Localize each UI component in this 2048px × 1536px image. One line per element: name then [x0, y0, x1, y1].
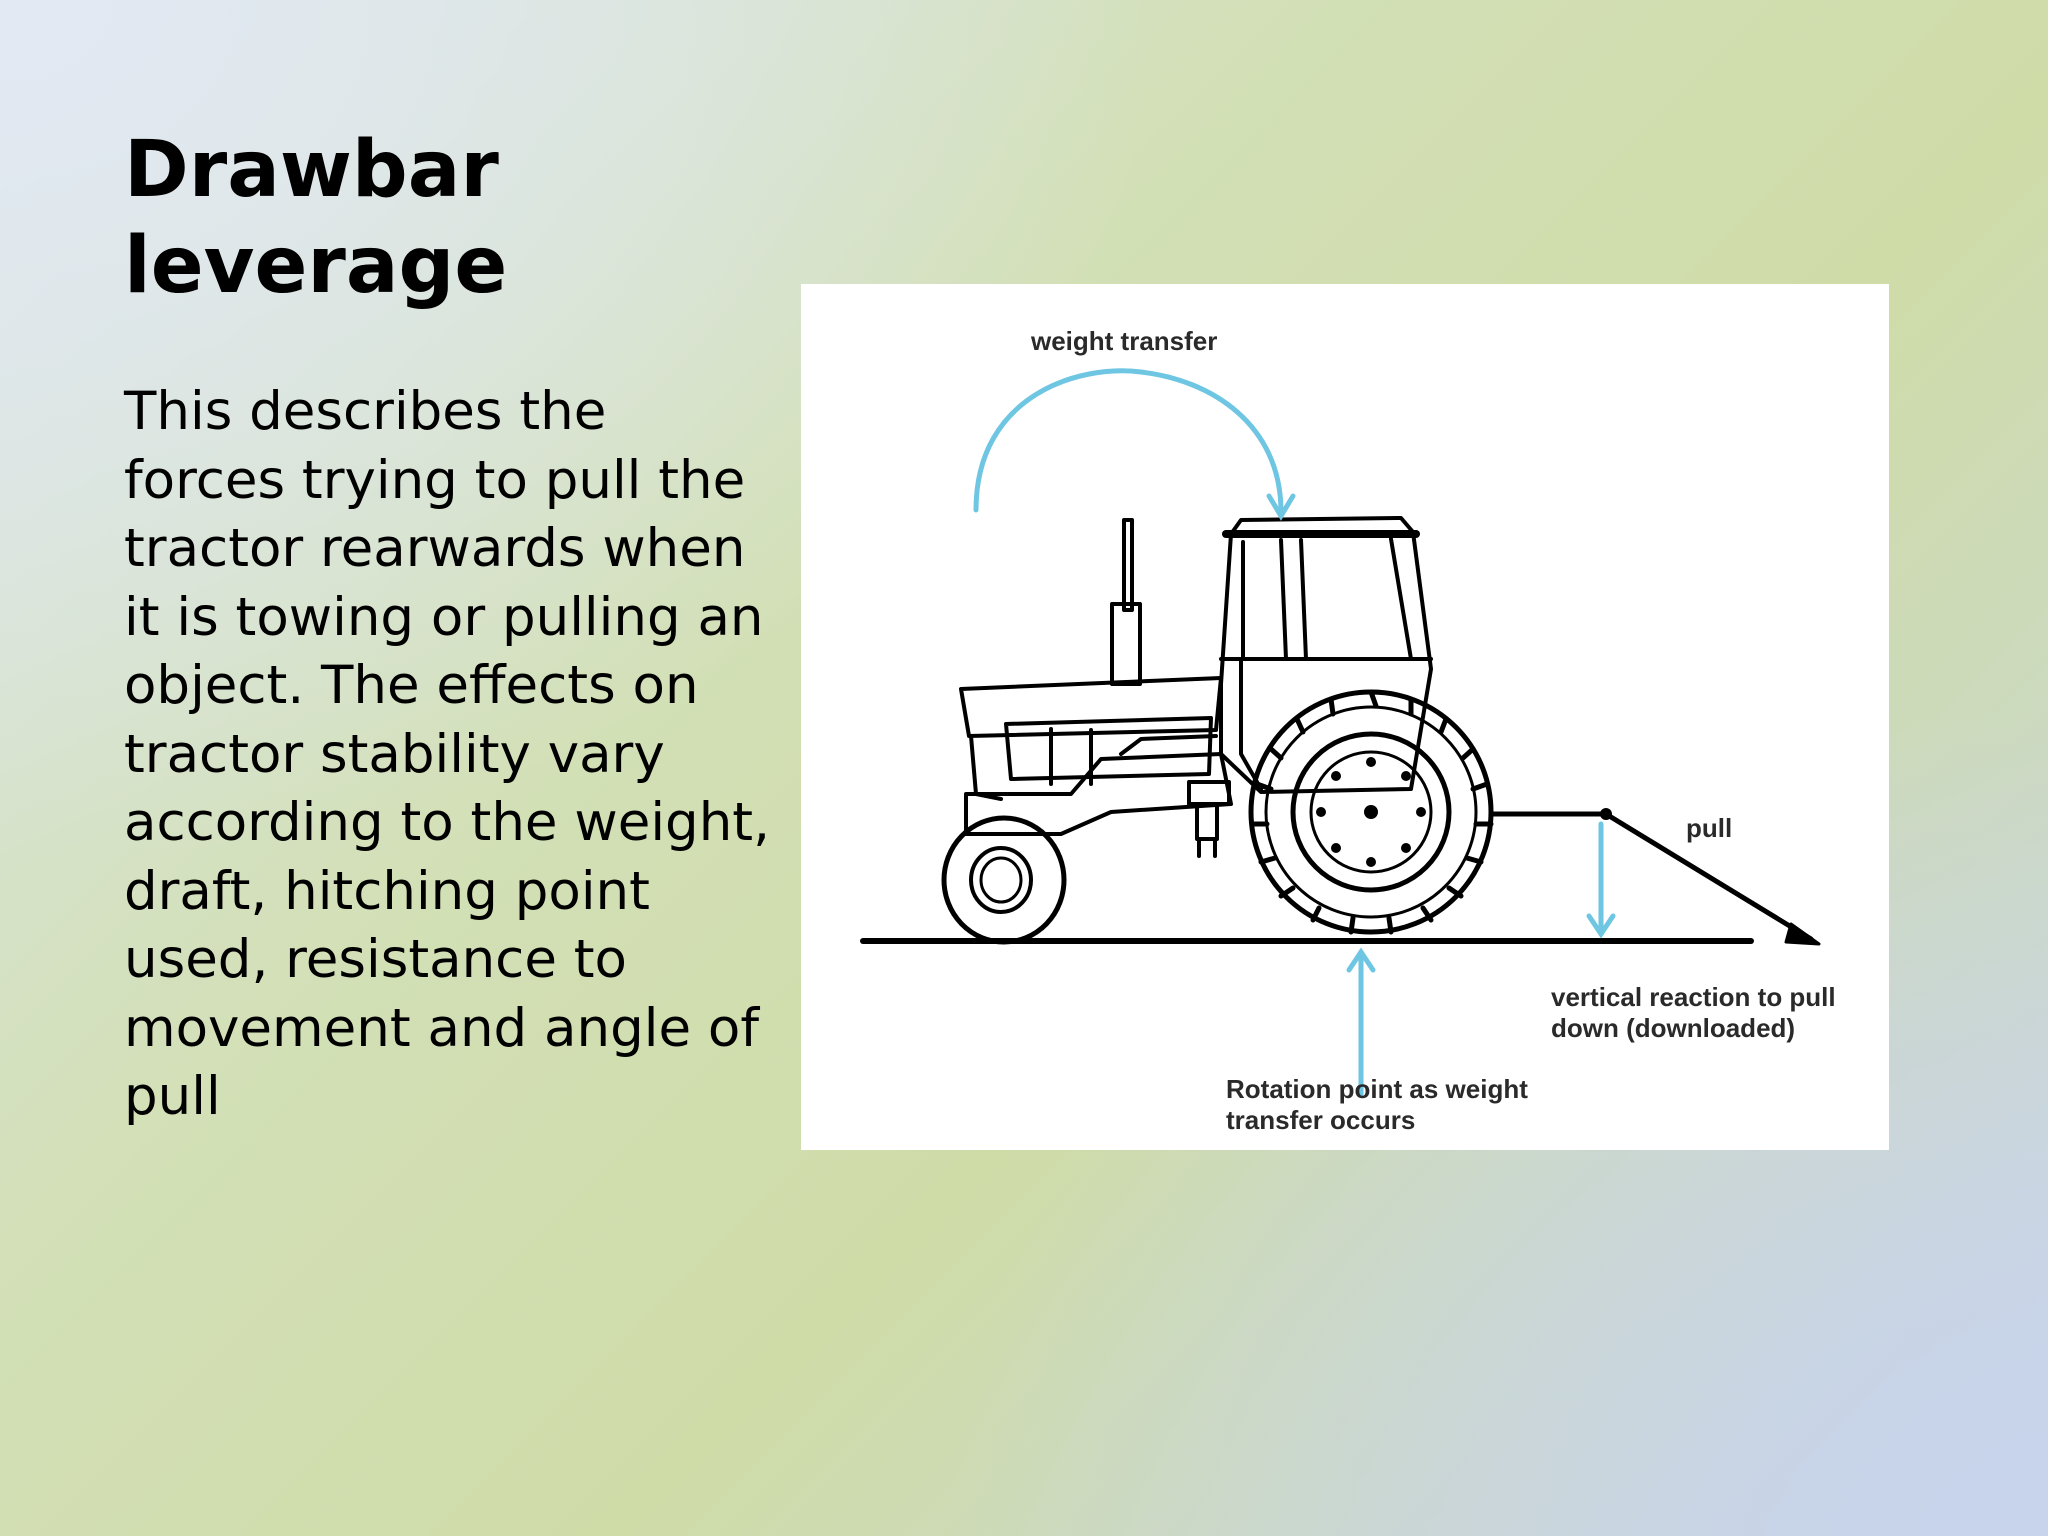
- tractor-cab: [1219, 530, 1433, 794]
- front-wheel-tire: [941, 815, 1067, 945]
- exhaust-stack: [1122, 518, 1134, 612]
- tractor-chassis: [964, 752, 1233, 836]
- weight-transfer-label: weight transfer: [1030, 326, 1217, 356]
- tractor-diagram: weight transfer pull vertical reaction t…: [801, 284, 1889, 1150]
- air-intake: [1110, 602, 1142, 686]
- vertical-reaction-label-line1: vertical reaction to pull: [1551, 982, 1836, 1012]
- weight-transfer-arrow: [973, 368, 1284, 515]
- tractor-diagram-svg: weight transfer pull vertical reaction t…: [860, 326, 1836, 1135]
- pull-arrow: [1603, 811, 1814, 942]
- rear-wheel-rim: [1290, 731, 1452, 893]
- front-wheel-rim: [969, 846, 1033, 914]
- slide-body-text: This describes the forces trying to pull…: [124, 381, 770, 1127]
- slide-title: Drawbar leverage: [124, 125, 508, 311]
- tractor-hood: [959, 676, 1223, 738]
- rotation-point-label-line1: Rotation point as weight: [1226, 1074, 1528, 1104]
- rotation-point-label-line2: transfer occurs: [1226, 1105, 1415, 1135]
- vertical-reaction-label-line2: down (downloaded): [1551, 1013, 1795, 1043]
- pull-label: pull: [1686, 813, 1732, 843]
